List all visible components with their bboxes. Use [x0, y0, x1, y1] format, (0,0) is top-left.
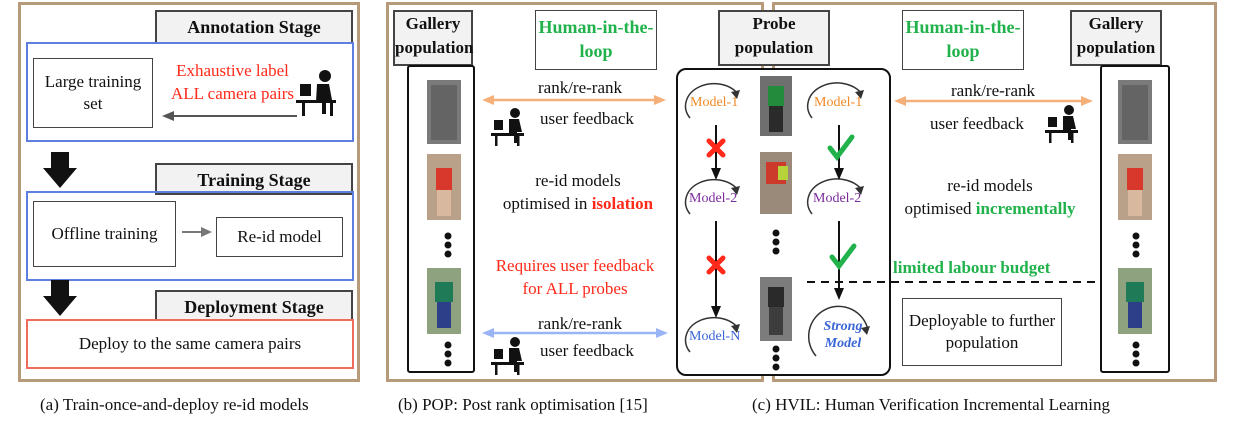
- offline-training-box: Offline training: [33, 201, 176, 267]
- limited-labour-budget: limited labour budget: [893, 258, 1051, 277]
- human-in-loop-b-label: Human-in-the-loop: [538, 17, 654, 61]
- model-2-left: Model-2: [689, 191, 738, 206]
- gallery-population-b-label: Gallery population: [395, 14, 474, 57]
- reid-model-box: Re-id model: [216, 217, 343, 257]
- training-stage-box: [26, 191, 354, 281]
- rank-rerank-bottom-b: rank/re-rank: [537, 314, 622, 333]
- gallery-column-b: [407, 65, 475, 373]
- model-n: Model-N: [689, 329, 741, 344]
- check-mark-icon: [829, 243, 857, 271]
- probe-thumbnails: [760, 76, 792, 341]
- rank-rerank-c: rank/re-rank: [950, 81, 1035, 100]
- reid-models-b-line2: optimised in isolation: [478, 193, 678, 216]
- exhaustive-label-line1: Exhaustive label: [176, 61, 289, 80]
- strong-model: Strong Model: [815, 318, 871, 352]
- deployable-box: Deployable to further population: [902, 298, 1062, 366]
- reid-models-c-line2: optimised incrementally: [880, 198, 1100, 221]
- exhaustive-label-line2: ALL camera pairs: [170, 83, 295, 103]
- gallery-b-thumbnails: [427, 80, 461, 334]
- cross-mark-icon: [706, 255, 726, 275]
- model-2-right: Model-2: [813, 191, 862, 206]
- probe-population-box: Probe population: [718, 10, 830, 66]
- reid-models-b-line1: re-id models: [535, 171, 621, 190]
- person-at-computer-icon: [1045, 105, 1078, 143]
- incrementally-text: incrementally: [975, 198, 1076, 218]
- gallery-population-b-box: Gallery population: [393, 10, 473, 66]
- gallery-c-ellipsis: [1132, 232, 1140, 367]
- cross-mark-icon: [706, 138, 726, 158]
- training-stage-header: Training Stage: [155, 163, 353, 195]
- user-feedback-bottom-b: user feedback: [540, 341, 634, 360]
- annotation-stage-box: [26, 42, 354, 142]
- panel-a: [18, 2, 360, 382]
- human-in-loop-c-box: Human-in-the-loop: [902, 10, 1024, 70]
- person-at-computer-icon: [491, 108, 524, 146]
- human-in-loop-b-box: Human-in-the-loop: [535, 10, 657, 70]
- caption-c: (c) HVIL: Human Verification Incremental…: [752, 395, 1110, 414]
- arrow-down-icon: [43, 152, 77, 188]
- caption-a: (a) Train-once-and-deploy re-id models: [40, 395, 309, 414]
- user-feedback-c: user feedback: [930, 114, 1024, 133]
- rank-rerank-top-b: rank/re-rank: [537, 78, 622, 97]
- model-1-left: Model-1: [690, 95, 739, 110]
- large-training-set-box: Large training set: [33, 58, 153, 128]
- person-at-computer-icon: [296, 70, 336, 116]
- reid-models-c-line1: re-id models: [947, 176, 1033, 195]
- arrow-down-icon: [43, 280, 77, 316]
- reid-models-b: re-id models optimised in isolation: [478, 170, 678, 216]
- probe-ellipsis: [772, 229, 780, 371]
- requires-feedback-b: Requires user feedback for ALL probes: [470, 255, 680, 301]
- deploy-box: Deploy to the same camera pairs: [26, 319, 354, 369]
- optimised-in-text: optimised in: [502, 193, 592, 213]
- ellipsis-dots: [444, 232, 452, 367]
- requires-line1: Requires user feedback: [495, 256, 655, 275]
- check-mark-icon: [827, 134, 855, 162]
- gallery-population-c-label: Gallery population: [1076, 14, 1156, 57]
- gallery-column-c: [1100, 65, 1170, 373]
- requires-line2: for ALL probes: [522, 278, 628, 298]
- model-1-right: Model-1: [814, 95, 863, 110]
- deployable-text: Deployable to further population: [908, 310, 1056, 352]
- deployment-stage-header: Deployment Stage: [155, 290, 353, 322]
- reid-models-c: re-id models optimised incrementally: [880, 175, 1100, 221]
- person-at-computer-icon: [491, 337, 524, 375]
- human-in-loop-c-label: Human-in-the-loop: [905, 17, 1021, 61]
- caption-b: (b) POP: Post rank optimisation [15]: [398, 395, 648, 414]
- exhaustive-label-text: Exhaustive label ALL camera pairs: [160, 60, 305, 106]
- user-feedback-top-b: user feedback: [540, 109, 634, 128]
- probe-population-label: Probe population: [734, 14, 814, 57]
- strong-model-label: Strong Model: [823, 319, 863, 351]
- isolation-text: isolation: [591, 193, 654, 213]
- gallery-c-thumbnails: [1118, 80, 1152, 334]
- optimised-text: optimised: [904, 198, 976, 218]
